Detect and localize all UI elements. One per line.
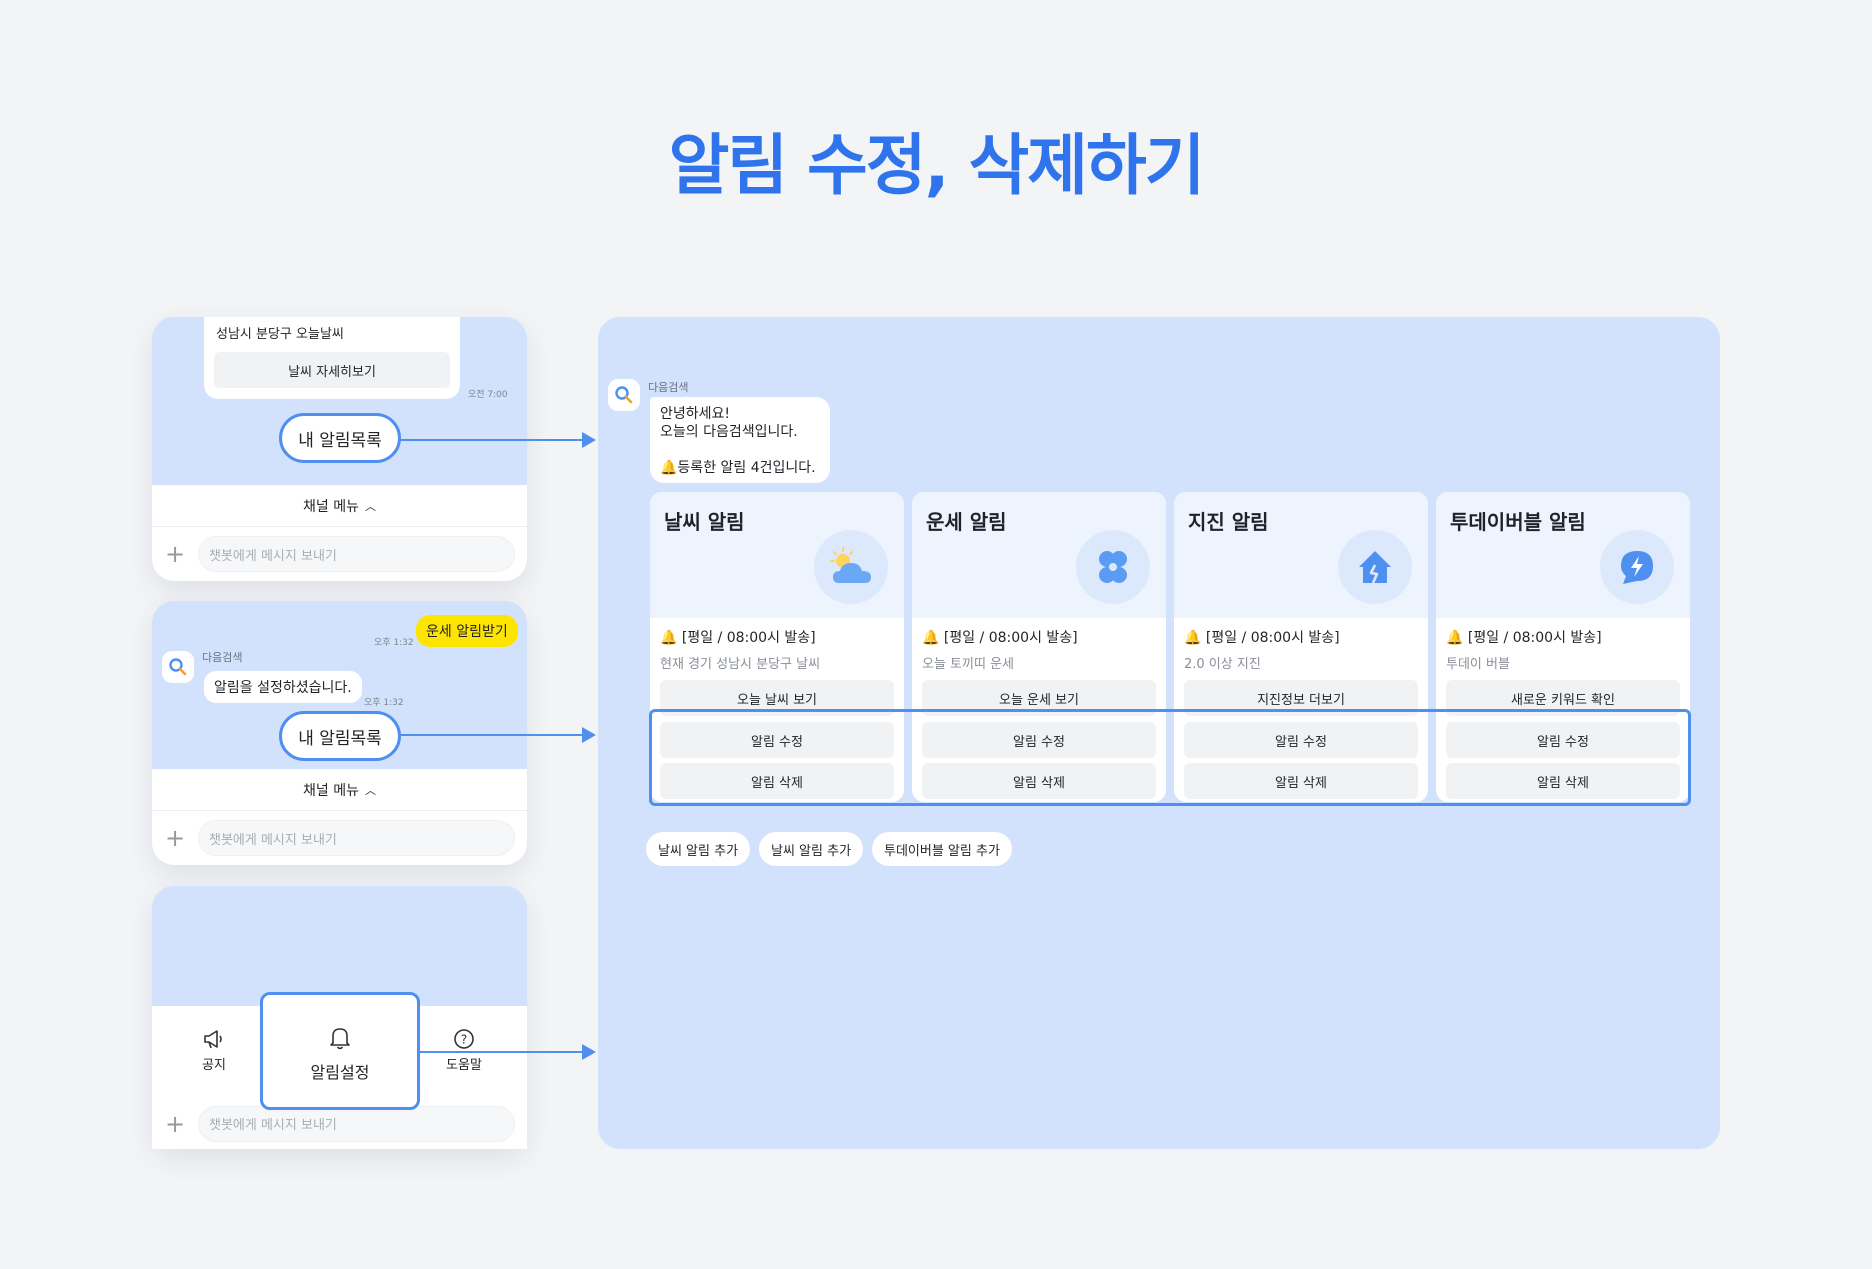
alarm-card-weather: 날씨 알림 🔔 [평일 / 08:00시 발송] 현재 경기 성남시 분당구 날… <box>650 492 904 802</box>
greeting-line: 오늘의 다음검색입니다. <box>660 424 798 440</box>
search-icon <box>615 386 633 404</box>
greeting-line: 안녕하세요! <box>660 406 731 422</box>
channel-menu-toggle[interactable]: 채널 메뉴 ︿ <box>152 769 527 811</box>
bot-message-bubble: 알림을 설정하셨습니다. <box>204 671 362 703</box>
weather-card-message: 성남시 분당구 오늘날씨 날씨 자세히보기 <box>204 317 460 399</box>
bot-sender-name: 다음검색 <box>202 651 243 664</box>
card-schedule: 🔔 [평일 / 08:00시 발송] <box>1184 630 1340 646</box>
card-schedule: 🔔 [평일 / 08:00시 발송] <box>922 630 1078 646</box>
user-message-bubble: 운세 알림받기 <box>416 615 518 647</box>
phone-panel-menu: 공지 ? 도움말 알림설정 + 챗봇에게 메시지 보내기 <box>152 886 527 1149</box>
bot-avatar <box>608 379 640 411</box>
tab-notice[interactable]: 공지 <box>174 1024 254 1073</box>
chevron-up-icon: ︿ <box>364 783 376 797</box>
channel-menu-area: 채널 메뉴 ︿ + 챗봇에게 메시지 보내기 <box>152 769 527 865</box>
message-time: 오전 7:00 <box>468 390 508 400</box>
card-title: 투데이버블 알림 <box>1450 510 1586 534</box>
channel-menu-label: 채널 메뉴 <box>303 782 359 799</box>
card-description: 현재 경기 성남시 분당구 날씨 <box>660 657 821 672</box>
card-description: 2.0 이상 지진 <box>1184 657 1261 672</box>
card-title: 운세 알림 <box>926 510 1007 534</box>
clover-icon <box>1099 551 1127 583</box>
bot-sender-name: 다음검색 <box>648 381 689 394</box>
greeting-line: 🔔등록한 알림 4건입니다. <box>660 460 816 476</box>
alarm-delete-button[interactable]: 알림 삭제 <box>1446 763 1680 799</box>
lightning-bubble-icon <box>1621 551 1653 584</box>
alarm-delete-button[interactable]: 알림 삭제 <box>922 763 1156 799</box>
message-input[interactable]: 챗봇에게 메시지 보내기 <box>198 820 515 856</box>
alarm-edit-button[interactable]: 알림 수정 <box>1446 722 1680 758</box>
quick-reply-chip[interactable]: 날씨 알림 추가 <box>646 832 751 866</box>
card-title: 날씨 알림 <box>664 510 745 534</box>
message-input-row: + 챗봇에게 메시지 보내기 <box>152 527 527 581</box>
alarm-delete-button[interactable]: 알림 삭제 <box>660 763 894 799</box>
channel-menu-area: 채널 메뉴 ︿ + 챗봇에게 메시지 보내기 <box>152 485 527 581</box>
quick-reply-chip[interactable]: 날씨 알림 추가 <box>759 832 864 866</box>
quick-reply-chip[interactable]: 투데이버블 알림 추가 <box>872 832 1012 866</box>
alarm-card-today-bubble: 투데이버블 알림 🔔 [평일 / 08:00시 발송] 투데이 버블 새로운 키… <box>1436 492 1690 802</box>
card-description: 투데이 버블 <box>1446 657 1510 672</box>
bot-avatar <box>162 651 194 683</box>
card-action-button[interactable]: 새로운 키워드 확인 <box>1446 680 1680 716</box>
earthquake-house-icon <box>1359 551 1391 584</box>
card-action-button[interactable]: 오늘 운세 보기 <box>922 680 1156 716</box>
plus-icon[interactable]: + <box>164 824 186 852</box>
card-title: 지진 알림 <box>1188 510 1269 534</box>
tab-alarm-settings-label: 알림설정 <box>310 1063 370 1082</box>
plus-icon[interactable]: + <box>164 1109 186 1138</box>
tab-alarm-settings[interactable]: 알림설정 <box>260 992 420 1110</box>
alarm-edit-button[interactable]: 알림 수정 <box>922 722 1156 758</box>
flow-arrow <box>400 727 596 743</box>
tab-help[interactable]: ? 도움말 <box>424 1024 504 1073</box>
alarm-list-chat-panel: 다음검색 안녕하세요! 오늘의 다음검색입니다. 🔔등록한 알림 4건입니다. … <box>598 317 1720 1149</box>
tab-notice-label: 공지 <box>202 1058 226 1073</box>
bot-message-time: 오후 1:32 <box>364 698 404 708</box>
svg-text:?: ? <box>461 1033 467 1047</box>
alarm-edit-button[interactable]: 알림 수정 <box>660 722 894 758</box>
my-alarm-list-button[interactable]: 내 알림목록 <box>279 413 401 463</box>
card-schedule: 🔔 [평일 / 08:00시 발송] <box>1446 630 1602 646</box>
plus-icon[interactable]: + <box>164 540 186 568</box>
alarm-edit-button[interactable]: 알림 수정 <box>1184 722 1418 758</box>
channel-menu-label: 채널 메뉴 <box>303 498 359 515</box>
weather-detail-button[interactable]: 날씨 자세히보기 <box>214 352 450 388</box>
page-title: 알림 수정, 삭제하기 <box>668 127 1206 204</box>
megaphone-icon <box>204 1030 222 1049</box>
message-input[interactable]: 챗봇에게 메시지 보내기 <box>198 536 515 572</box>
greeting-line <box>660 441 820 459</box>
greeting-message: 안녕하세요! 오늘의 다음검색입니다. 🔔등록한 알림 4건입니다. <box>650 397 830 483</box>
alarm-card-earthquake: 지진 알림 🔔 [평일 / 08:00시 발송] 2.0 이상 지진 지진정보 … <box>1174 492 1428 802</box>
phone-panel-fortune: 오후 1:32 운세 알림받기 다음검색 알림을 설정하셨습니다. 오후 1:3… <box>152 601 527 865</box>
weather-icon <box>830 547 871 583</box>
alarm-delete-button[interactable]: 알림 삭제 <box>1184 763 1418 799</box>
message-input-row: + 챗봇에게 메시지 보내기 <box>152 1098 527 1149</box>
card-action-button[interactable]: 지진정보 더보기 <box>1184 680 1418 716</box>
message-input[interactable]: 챗봇에게 메시지 보내기 <box>198 1105 515 1142</box>
alarm-card-fortune: 운세 알림 🔔 [평일 / 08:00시 발송] 오늘 토끼띠 운세 오늘 운세… <box>912 492 1166 802</box>
flow-arrow <box>400 432 596 448</box>
phone-panel-weather: 성남시 분당구 오늘날씨 날씨 자세히보기 오전 7:00 내 알림목록 채널 … <box>152 317 527 581</box>
search-icon <box>169 658 187 676</box>
message-input-row: + 챗봇에게 메시지 보내기 <box>152 811 527 865</box>
weather-card-text: 성남시 분당구 오늘날씨 <box>216 327 344 342</box>
card-description: 오늘 토끼띠 운세 <box>922 657 1014 672</box>
channel-menu-toggle[interactable]: 채널 메뉴 ︿ <box>152 485 527 527</box>
card-schedule: 🔔 [평일 / 08:00시 발송] <box>660 630 816 646</box>
card-action-button[interactable]: 오늘 날씨 보기 <box>660 680 894 716</box>
tab-help-label: 도움말 <box>446 1058 482 1073</box>
my-alarm-list-button[interactable]: 내 알림목록 <box>279 711 401 761</box>
help-icon: ? <box>454 1029 474 1049</box>
chevron-up-icon: ︿ <box>364 499 376 513</box>
flow-arrow <box>420 1044 596 1060</box>
user-message-time: 오후 1:32 <box>374 638 414 648</box>
bell-icon <box>330 1028 350 1050</box>
